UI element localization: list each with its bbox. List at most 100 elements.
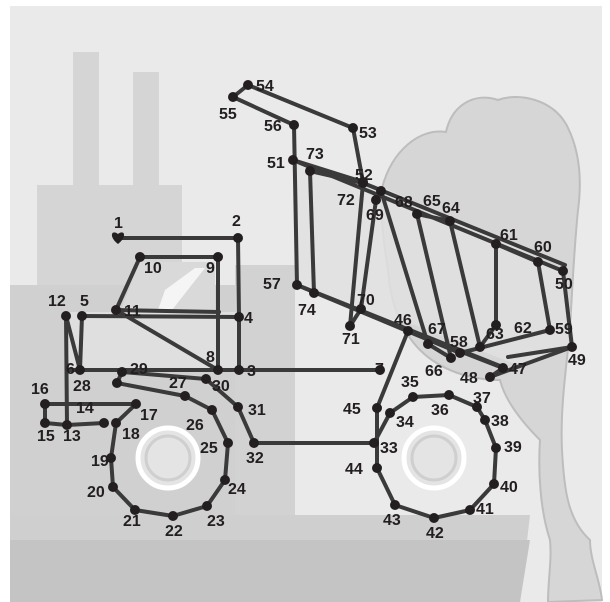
dot-40 (489, 479, 499, 489)
dot-4 (234, 312, 244, 322)
guide-line-65-66 (415, 212, 453, 360)
dot-label-18: 18 (122, 426, 140, 443)
dot-31 (233, 402, 243, 412)
dot-label-68: 68 (395, 194, 413, 211)
dot-label-56: 56 (264, 118, 282, 135)
dot-label-14: 14 (76, 400, 94, 417)
dot-label-34: 34 (396, 414, 414, 431)
dot-50 (558, 266, 568, 276)
dot-label-59: 59 (555, 321, 573, 338)
guide-line-59-60 (536, 260, 552, 332)
dot-8 (213, 365, 223, 375)
dot-68 (376, 186, 386, 196)
dot-64 (445, 216, 455, 226)
dot-label-31: 31 (248, 402, 266, 419)
guide-line-29-30 (120, 370, 208, 381)
dot-36 (444, 390, 454, 400)
dot-54 (243, 80, 253, 90)
dot-label-19: 19 (91, 453, 109, 470)
dot-label-58: 58 (450, 334, 468, 351)
dot-label-25: 25 (200, 440, 218, 457)
dot-label-62: 62 (514, 320, 532, 337)
dot-label-8: 8 (206, 349, 215, 366)
guide-line-25-26 (210, 408, 230, 445)
dot-label-65: 65 (423, 193, 441, 210)
dot-label-38: 38 (491, 413, 509, 430)
truck-cab-fill (67, 312, 239, 370)
dot-47 (498, 363, 508, 373)
dot-73 (305, 166, 315, 176)
dot-label-11: 11 (124, 303, 141, 320)
dot-label-74: 74 (298, 302, 316, 319)
guide-line-39-40 (492, 446, 498, 486)
dot-74 (309, 288, 319, 298)
dot-24 (220, 475, 230, 485)
dot-37 (472, 402, 482, 412)
dot-43 (390, 500, 400, 510)
dot-label-53: 53 (359, 125, 377, 142)
dot-5 (77, 311, 87, 321)
guide-line-5-6 (78, 314, 84, 372)
dot-label-30: 30 (212, 378, 230, 395)
guide-line-56-57 (292, 123, 299, 287)
dot-label-47: 47 (509, 361, 527, 378)
rear-wheel-hub-ring (144, 434, 192, 482)
dot-label-40: 40 (500, 479, 518, 496)
dot-32 (249, 438, 259, 448)
dot-label-12: 12 (48, 293, 66, 310)
dot-label-15: 15 (37, 428, 55, 445)
guide-line-26-27 (183, 394, 214, 412)
dot-label-69: 69 (366, 207, 384, 224)
guide-line-10-11 (114, 255, 142, 312)
guide-line-42-43 (393, 503, 436, 520)
dot-58 (455, 348, 465, 358)
guide-line-40-41 (468, 482, 496, 512)
guide-line-22-23 (171, 504, 209, 518)
dot-33 (369, 438, 379, 448)
dot-44 (372, 463, 382, 473)
dot-63 (475, 342, 485, 352)
dot-41 (465, 505, 475, 515)
dot-70 (356, 304, 366, 314)
dot-49 (567, 342, 577, 352)
dot-label-71: 71 (342, 331, 360, 348)
dot-label-61: 61 (500, 227, 518, 244)
guide-line-31-32 (236, 405, 256, 445)
guide-line-45-46 (375, 329, 410, 410)
dot-19 (106, 453, 116, 463)
dot-57 (292, 280, 302, 290)
dot-2 (233, 233, 243, 243)
dot-label-50: 50 (555, 276, 573, 293)
guide-line-71-72 (348, 181, 365, 328)
dot-label-70: 70 (357, 292, 375, 309)
dots-layer (40, 80, 577, 523)
guide-line-67-68 (379, 189, 430, 346)
guide-line-73-74 (308, 169, 316, 295)
guide-line-5-4 (80, 314, 241, 319)
window-shine (158, 268, 205, 310)
dot-51 (288, 155, 298, 165)
dot-label-17: 17 (140, 407, 158, 424)
dot-30 (201, 374, 211, 384)
dot-15 (40, 418, 50, 428)
guide-line-30-31 (204, 377, 240, 409)
dot-9 (213, 252, 223, 262)
dot-42 (429, 513, 439, 523)
dot-61 (491, 239, 501, 249)
dot-12 (61, 311, 71, 321)
dot-label-57: 57 (263, 276, 281, 293)
dot-23 (202, 501, 212, 511)
guide-line-72-73 (308, 169, 365, 185)
dot-46 (403, 326, 413, 336)
dot-label-67: 67 (428, 321, 446, 338)
guide-line-41-42 (432, 508, 472, 520)
guide-line-6-12 (64, 314, 82, 372)
dot-label-43: 43 (383, 512, 401, 529)
dot-label-32: 32 (246, 450, 264, 467)
dot-label-44: 44 (345, 461, 363, 478)
guide-line-58-59 (458, 328, 552, 355)
dot-label-64: 64 (442, 200, 460, 217)
dot-21 (130, 505, 140, 515)
